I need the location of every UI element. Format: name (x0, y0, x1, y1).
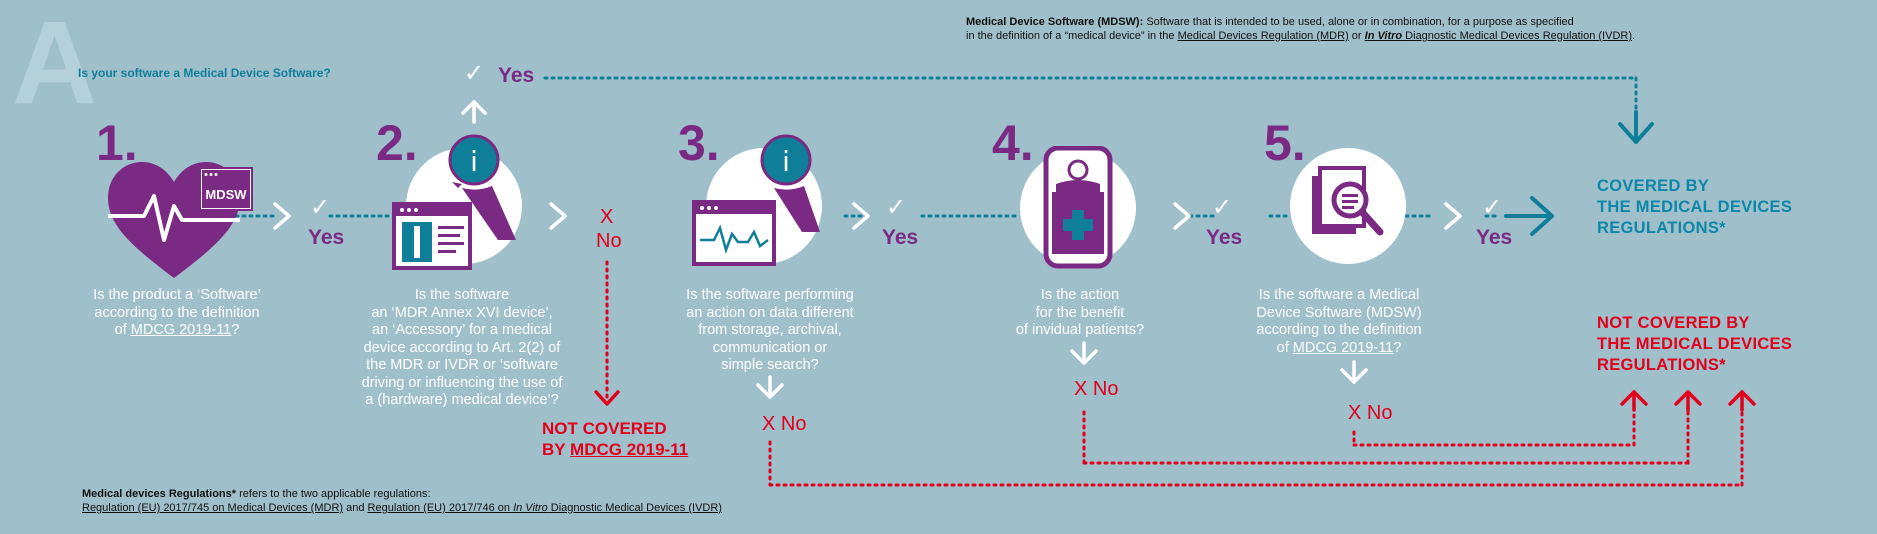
mdcg-link[interactable]: MDCG 2019-11 (130, 322, 232, 338)
x-mark: X (600, 206, 614, 228)
q2-line: driving or influencing the use of (361, 374, 563, 391)
yes-label-4: Yes (1206, 226, 1243, 249)
q5-line: of (1276, 339, 1293, 356)
step-5-number: 5. (1264, 115, 1306, 171)
q3-line: Is the software performing (686, 287, 854, 303)
ivdr-italic: In Vitro (1364, 30, 1403, 42)
check-icon: ✓ (1482, 194, 1503, 221)
info-letter-3: i (782, 145, 790, 178)
q1-line: ? (231, 322, 240, 338)
q5-line: Is the software a Medical (1258, 287, 1420, 303)
step-1-question: Is the product a ‘Software’ according to… (62, 287, 292, 340)
step-2-number: 2. (376, 115, 418, 171)
q3-line: communication or (712, 339, 828, 356)
q4-line: of invidual patients? (1015, 322, 1145, 338)
patient-bed-icon (1020, 146, 1136, 269)
q3-line: from storage, archival, (698, 322, 842, 338)
mdsw-badge: MDSW (205, 187, 247, 202)
not-covered-outcome: NOT COVERED BY THE MEDICAL DEVICES REGUL… (1597, 313, 1792, 376)
definition-text-2: in the definition of a “medical device” … (966, 30, 1178, 42)
check-icon: ✓ (464, 60, 485, 87)
q2-line: device according to Art. 2(2) of (363, 339, 561, 356)
no-label-3: X No (762, 413, 807, 435)
document-search-icon (1290, 148, 1406, 264)
definition-or: or (1348, 30, 1365, 42)
bone-xray-info-icon: i (392, 134, 522, 270)
ivdr-link-text: Diagnostic Medical Devices Regulation (I… (1402, 30, 1632, 42)
check-icon: ✓ (1212, 194, 1233, 221)
no-label-2: No (596, 230, 622, 252)
footnote-term: Medical devices Regulations* (82, 488, 237, 500)
yes-label-1: Yes (308, 226, 345, 249)
step-4-number: 4. (992, 115, 1034, 171)
covered-line: THE MEDICAL DEVICES (1597, 198, 1793, 216)
not-covered-line: REGULATIONS* (1597, 356, 1726, 374)
not-covered-line: NOT COVERED BY (1597, 314, 1750, 332)
no-label-5: X No (1348, 402, 1393, 424)
reg2-italic: In Vitro (513, 502, 548, 514)
q2-line: an ‘MDR Annex XVI device’, (371, 304, 553, 321)
mdr-regulation-link[interactable]: Regulation (EU) 2017/745 on Medical Devi… (82, 502, 344, 514)
definition-text: Software that is intended to be used, al… (1143, 16, 1574, 28)
yes-label-5: Yes (1476, 226, 1513, 249)
reg2-text: Regulation (EU) 2017/746 on (367, 502, 514, 514)
q3-line: simple search? (721, 357, 819, 373)
q2-line: a (hardware) medical device’? (365, 392, 559, 408)
footnote-text: refers to the two applicable regulations… (236, 488, 431, 500)
step-4-question: Is the action for the benefit of invidua… (980, 287, 1180, 340)
q4-line: Is the action (1040, 287, 1120, 303)
q2-line: Is the software (414, 287, 510, 303)
yes-label-3: Yes (882, 226, 919, 249)
step-1-number: 1. (96, 115, 138, 171)
mdsw-definition: Medical Device Software (MDSW): Software… (966, 15, 1846, 43)
step-3-number: 3. (678, 115, 720, 171)
not-covered-mdcg-outcome: NOT COVERED BY MDCG 2019-11 (542, 418, 688, 460)
not-covered-mdcg-line: BY (542, 440, 571, 459)
q5-line: according to the definition (1256, 322, 1422, 338)
reg2-text: Diagnostic Medical Devices (IVDR) (547, 502, 722, 514)
step-5-question: Is the software a Medical Device Softwar… (1234, 287, 1444, 357)
main-question: Is your software a Medical Device Softwa… (78, 66, 331, 80)
ivdr-regulation-link[interactable]: Regulation (EU) 2017/746 on In Vitro Dia… (368, 502, 722, 514)
footnote-and: and (343, 502, 368, 514)
step-3-question: Is the software performing an action on … (660, 287, 880, 375)
definition-term: Medical Device Software (MDSW): (966, 16, 1144, 28)
yes-label-2: Yes (498, 64, 535, 87)
q5-line: ? (1393, 339, 1402, 356)
q3-line: an action on data different (686, 304, 854, 321)
section-letter: A (12, 0, 98, 129)
check-icon: ✓ (310, 194, 331, 221)
q5-line: Device Software (MDSW) (1256, 304, 1422, 321)
data-monitor-info-icon: i (692, 134, 822, 266)
ivdr-link[interactable]: In Vitro Diagnostic Medical Devices Regu… (1365, 30, 1632, 42)
q1-line: Is the product a ‘Software’ (93, 287, 261, 303)
check-icon: ✓ (886, 194, 907, 221)
q4-line: for the benefit (1035, 304, 1125, 321)
mdr-link[interactable]: Medical Devices Regulation (MDR) (1177, 30, 1349, 42)
q1-line: according to the definition (94, 304, 260, 321)
q2-line: the MDR or IVDR or ‘software (366, 357, 558, 373)
mdcg-link[interactable]: MDCG 2019-11 (1292, 339, 1394, 356)
definition-end: . (1632, 30, 1636, 42)
not-covered-line: THE MEDICAL DEVICES (1597, 335, 1793, 353)
covered-line: COVERED BY (1597, 177, 1710, 195)
step-2-question: Is the software an ‘MDR Annex XVI device… (336, 287, 588, 410)
covered-line: REGULATIONS* (1597, 219, 1726, 237)
q1-line: of (114, 322, 131, 338)
footnote: Medical devices Regulations* refers to t… (82, 487, 722, 515)
heart-software-icon: MDSW (108, 162, 253, 278)
q2-line: an ‘Accessory’ for a medical (372, 322, 552, 338)
mdcg-link[interactable]: MDCG 2019-11 (570, 440, 689, 459)
not-covered-mdcg-line: NOT COVERED (542, 419, 667, 438)
no-label-4: X No (1074, 378, 1119, 400)
info-letter-2: i (470, 145, 478, 178)
covered-outcome: COVERED BY THE MEDICAL DEVICES REGULATIO… (1597, 176, 1792, 239)
